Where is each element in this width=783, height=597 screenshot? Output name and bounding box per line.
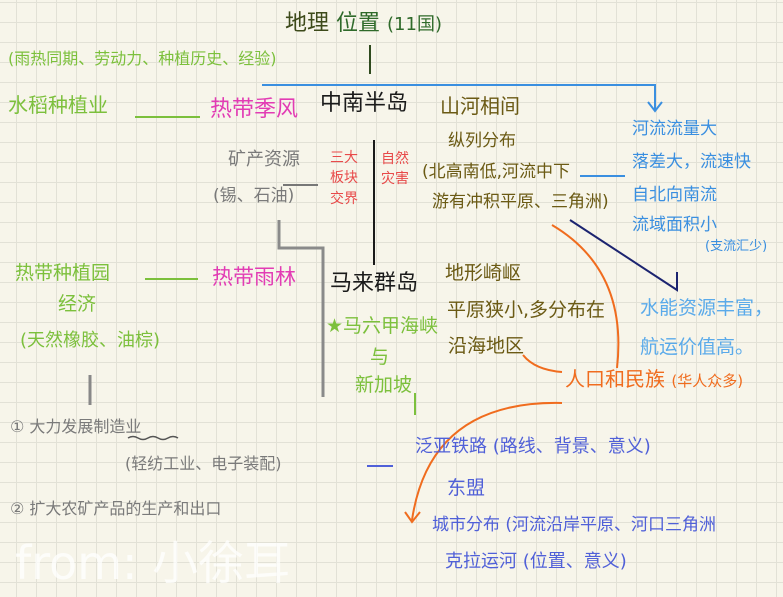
blue-top-arrowhead xyxy=(647,101,663,113)
hazard-line-1: 自然 xyxy=(381,151,409,167)
plate-line-3: 交界 xyxy=(330,190,358,207)
malay-terrain-1: 地形崎岖 xyxy=(445,262,522,284)
plate-boundary: 三大 板块 交界 xyxy=(330,148,358,209)
orange-arrowhead xyxy=(404,511,421,524)
indochina-title: 中南半岛 xyxy=(320,91,409,116)
tropical-monsoon: 热带季风 xyxy=(210,97,299,122)
malay-terrain-2: 平原狭小,多分布在 xyxy=(447,299,606,321)
rice-farming: 水稻种植业 xyxy=(8,93,108,117)
title-count: (11国) xyxy=(387,14,442,35)
industry-point-1: ① 大力发展制造业 xyxy=(10,417,142,436)
navigation-value: 航运价值高。 xyxy=(640,336,755,358)
blue-top-line xyxy=(262,84,656,110)
terrain-line-1: 山河相间 xyxy=(440,94,520,118)
plate-line-1: 三大 xyxy=(330,150,358,166)
plate-line-2: 板块 xyxy=(330,170,358,187)
industry-detail: (轻纺工业、电子装配) xyxy=(125,454,282,473)
conditions-note: (雨热同期、劳动力、种植历史、经验) xyxy=(8,49,277,68)
hydropower: 水能资源丰富， xyxy=(640,297,774,319)
gray-trunk-line xyxy=(277,220,325,397)
natural-hazards: 自然 灾害 xyxy=(381,150,409,189)
population-label: 人口和民族 xyxy=(565,367,665,391)
malay-archipelago-title: 马来群岛 xyxy=(330,271,419,296)
watermark: from: 小徐耳 xyxy=(15,536,291,590)
plantation-crops: (天然橡胶、油棕) xyxy=(20,330,161,351)
hazard-line-2: 灾害 xyxy=(381,170,409,187)
plantation-economy: 经济 xyxy=(58,293,97,315)
title-part2: 位置 xyxy=(336,11,381,36)
title-part1: 地理 xyxy=(285,11,330,36)
river-trait-5: (支流汇少) xyxy=(705,239,768,254)
pan-asia-railway: 泛亚铁路 (路线、背景、意义) xyxy=(415,436,651,457)
population-ethnicity: 人口和民族 (华人众多) xyxy=(565,368,743,390)
minerals-title: 矿产资源 xyxy=(228,149,300,170)
plantation-title: 热带种植园 xyxy=(15,262,111,284)
river-trait-4: 流域面积小 xyxy=(632,215,717,235)
terrain-line-4: 游有冲积平原、三角洲) xyxy=(432,192,609,212)
tropical-rainforest: 热带雨林 xyxy=(212,265,296,289)
malay-terrain-3: 沿海地区 xyxy=(448,335,525,357)
terrain-line-3: (北高南低,河流中下 xyxy=(422,162,571,182)
orange-curve-top xyxy=(551,224,620,369)
population-note: (华人众多) xyxy=(671,372,744,390)
page-title: 地理 位置 (11国) xyxy=(285,11,442,36)
strait-and: 与 xyxy=(370,346,390,368)
orange-curve-down xyxy=(411,401,563,521)
industry-point-2: ② 扩大农矿产品的生产和出口 xyxy=(10,499,222,518)
asean: 东盟 xyxy=(447,477,486,499)
minerals-list: (锡、石油) xyxy=(213,186,295,206)
city-distribution: 城市分布 (河流沿岸平原、河口三角洲 xyxy=(432,515,717,535)
malacca-strait: ★马六甲海峡 xyxy=(326,315,439,337)
river-trait-1: 河流流量大 xyxy=(632,119,717,139)
orange-curve-mid xyxy=(522,354,563,373)
river-trait-3: 自北向南流 xyxy=(632,185,717,205)
navy-arrow-line xyxy=(569,219,678,292)
kra-canal: 克拉运河 (位置、意义) xyxy=(445,551,627,572)
underline-wave xyxy=(127,435,179,441)
river-trait-2: 落差大，流速快 xyxy=(632,152,751,172)
singapore: 新加坡 xyxy=(355,374,413,396)
terrain-line-2: 纵列分布 xyxy=(448,131,516,151)
